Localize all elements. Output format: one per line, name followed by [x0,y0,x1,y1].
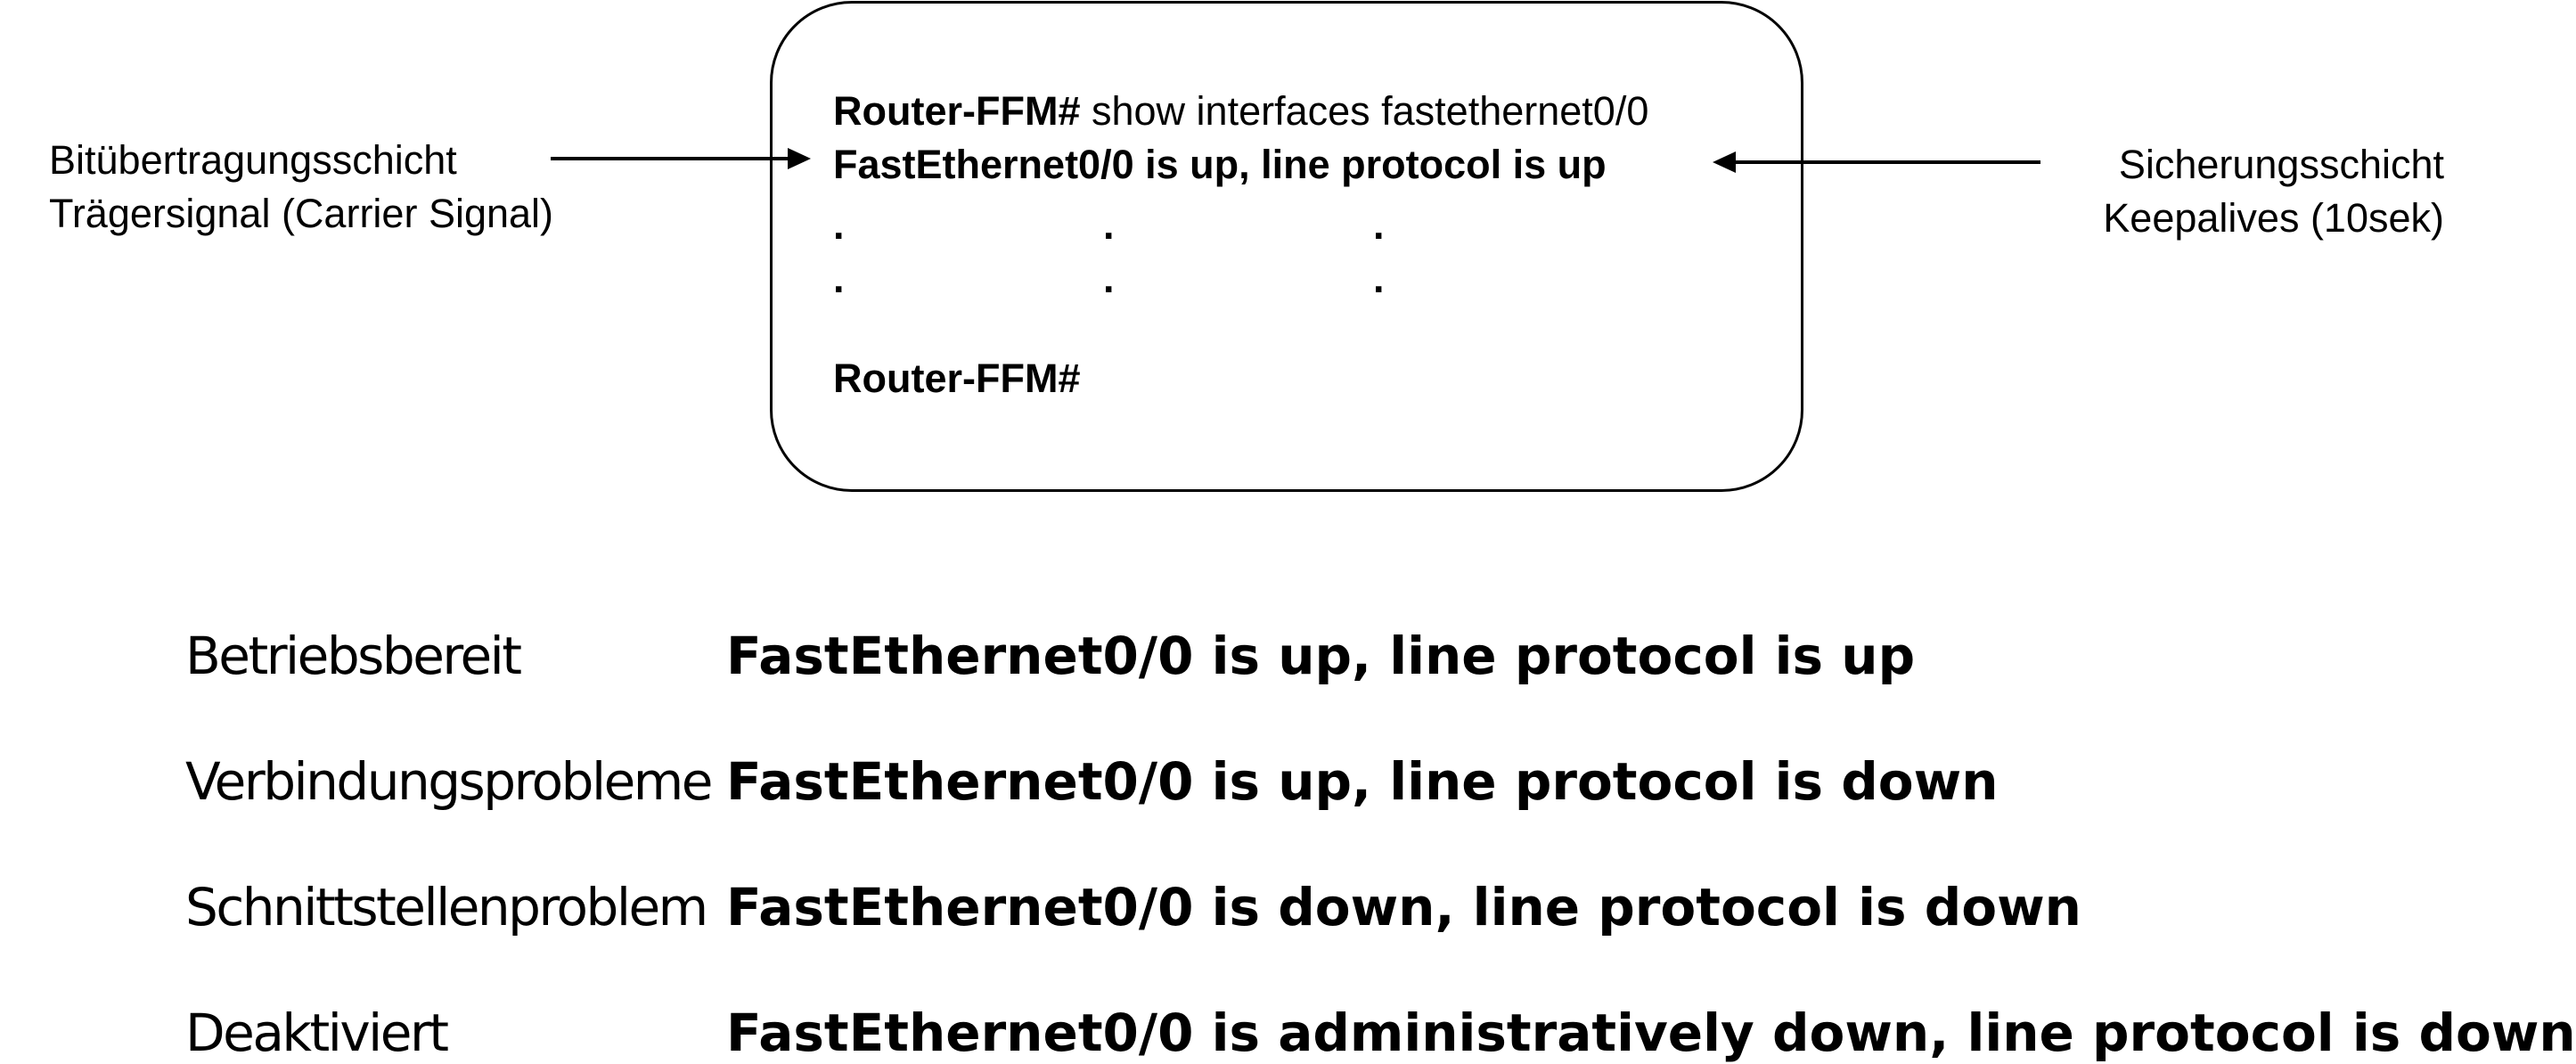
right-annotation: Sicherungsschicht Keepalives (10sek) [2103,138,2444,245]
ellipsis-dot: . [1373,256,1385,301]
terminal-box [770,1,1803,492]
ellipsis-dot: . [1103,256,1115,301]
ellipsis-dot: . [1373,202,1385,248]
left-arrow-head [788,148,811,169]
right-arrow-head [1713,151,1736,173]
terminal-command-line: Router-FFM# show interfaces fastethernet… [833,89,1648,134]
state-label: Betriebsbereit [185,626,522,686]
state-label: Deaktiviert [185,1003,449,1063]
terminal-prompt: Router-FFM# [833,88,1081,134]
state-label: Schnittstellenproblem [185,877,708,937]
terminal-final-prompt: Router-FFM# [833,356,1081,401]
annotation-arrows [551,148,2040,173]
state-text: FastEthernet0/0 is down, line protocol i… [726,877,2081,937]
terminal-status-line: FastEthernet0/0 is up, line protocol is … [833,142,1607,187]
left-annotation: Bitübertragungsschicht Trägersignal (Car… [49,134,553,241]
terminal-command: show interfaces fastethernet0/0 [1080,88,1649,134]
left-annotation-signal: Trägersignal (Carrier Signal) [49,191,554,236]
ellipsis-dot: . [833,202,845,248]
state-text: FastEthernet0/0 is up, line protocol is … [726,626,1916,686]
right-annotation-layer: Sicherungsschicht [2118,142,2444,187]
state-text: FastEthernet0/0 is up, line protocol is … [726,751,1999,812]
ellipsis-dot: . [833,256,845,301]
right-annotation-signal: Keepalives (10sek) [2103,195,2444,241]
state-label: Verbindungsprobleme [185,751,713,812]
state-text: FastEthernet0/0 is administratively down… [726,1003,2576,1063]
ellipsis-dot: . [1103,202,1115,248]
left-annotation-layer: Bitübertragungsschicht [49,137,457,183]
